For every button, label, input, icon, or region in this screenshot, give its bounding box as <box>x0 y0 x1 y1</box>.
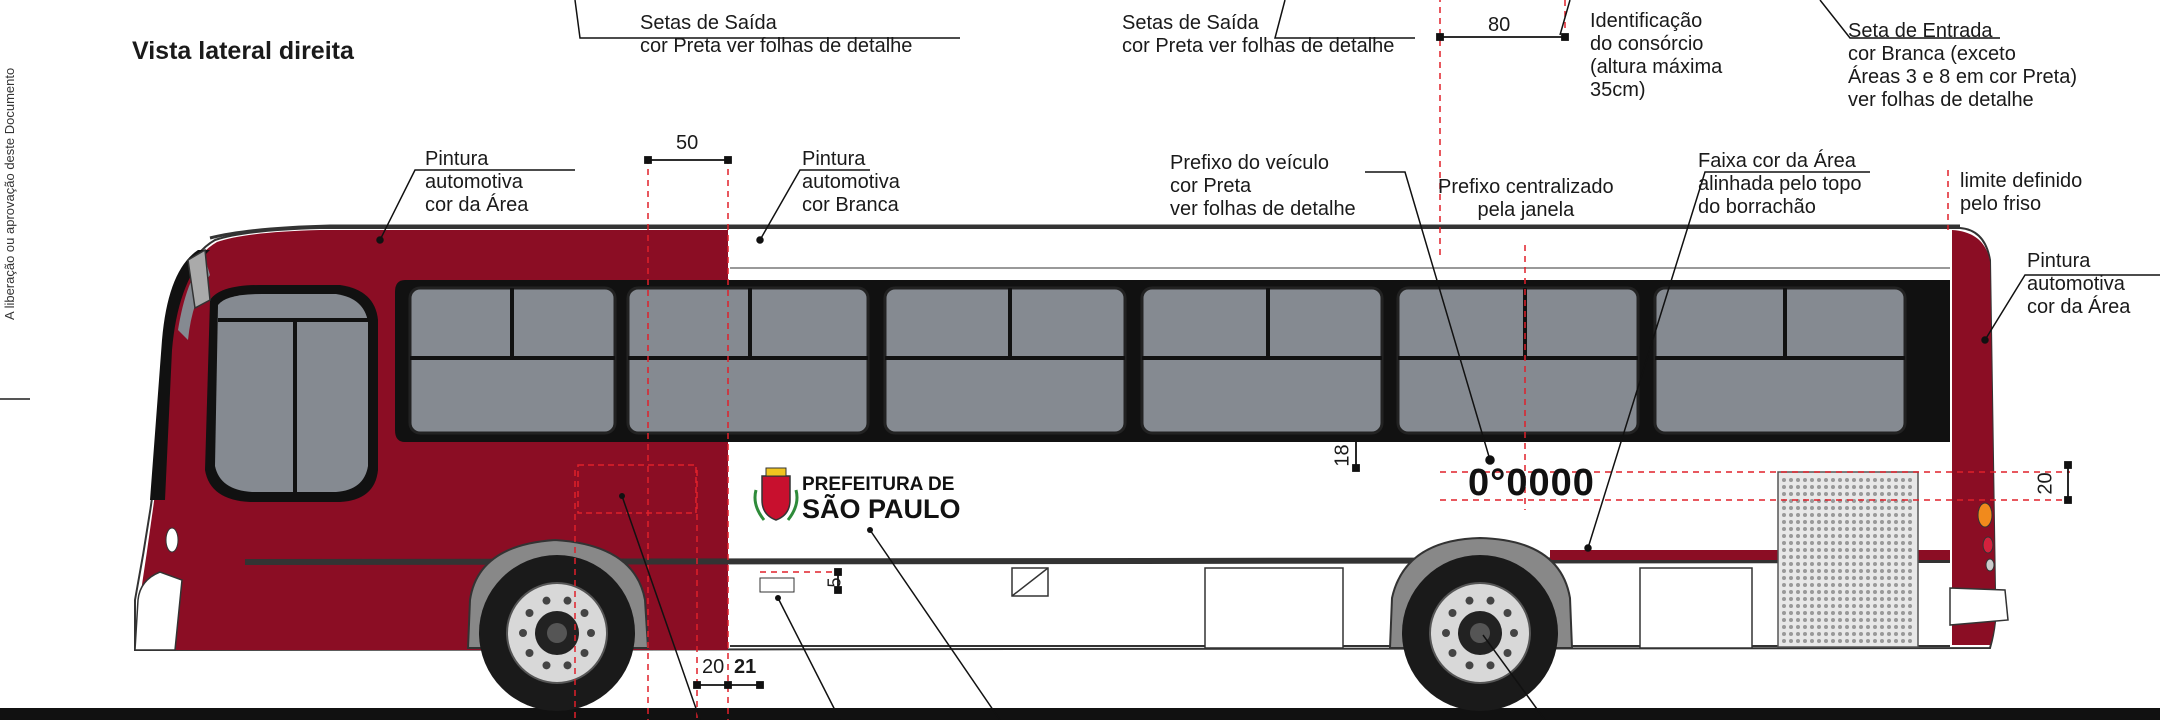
tail-light-2 <box>1982 536 1994 554</box>
view-title: Vista lateral direita <box>132 37 354 65</box>
callout-limite-friso: limite definido pelo friso <box>1960 170 2083 215</box>
rear-wheel <box>1402 555 1558 711</box>
consortium-id-box <box>577 464 697 514</box>
roof-line <box>209 224 1960 240</box>
luggage-panel-2 <box>1639 567 1753 649</box>
dim-80: 80 <box>1488 14 1511 36</box>
dimension-lines <box>574 0 2070 720</box>
logo-line-1: PREFEITURA DE <box>802 474 955 495</box>
dim-20-bottom: 20 <box>702 656 725 678</box>
rear-bumper <box>1949 587 2009 626</box>
front-door-glass <box>215 294 368 492</box>
windshield <box>150 250 210 500</box>
side-windows <box>408 286 1907 435</box>
transport-tag <box>759 577 795 593</box>
callout-pintura-branca: Pintura automotiva cor Branca <box>802 148 900 216</box>
callout-setas-saida-2: Setas de Saída cor Preta ver folhas de d… <box>1122 12 1395 57</box>
front-wheel <box>479 555 635 711</box>
city-emblem <box>753 467 799 521</box>
dim-18: 18 <box>1331 444 1354 467</box>
lug-nuts <box>519 596 1518 670</box>
callout-pintura-area-left: Pintura automotiva cor da Área <box>425 148 529 216</box>
dim-50: 50 <box>676 132 699 154</box>
window-1 <box>408 286 617 435</box>
front-bumper <box>134 571 183 651</box>
window-6 <box>1653 286 1907 435</box>
headlight <box>165 527 179 553</box>
window-5 <box>1396 286 1640 435</box>
callout-prefixo-centralizado: Prefixo centralizado pela janela <box>1438 176 1614 221</box>
window-2 <box>626 286 870 435</box>
window-4 <box>1140 286 1384 435</box>
leader-dots <box>619 493 873 601</box>
luggage-panel-1 <box>1204 567 1344 649</box>
dim-21-bottom: 21 <box>734 656 757 678</box>
area-stripe <box>1550 550 1950 560</box>
window-3 <box>883 286 1127 435</box>
tail-light-1 <box>1977 502 1993 528</box>
callout-seta-entrada: Seta de Entrada cor Branca (exceto Áreas… <box>1848 20 2077 111</box>
callout-faixa-area: Faixa cor da Área alinhada pelo topo do … <box>1698 150 1862 218</box>
ground-line <box>0 708 2160 720</box>
dim-5: 5 <box>824 577 845 588</box>
callout-identificacao: Identificação do consórcio (altura máxim… <box>1590 10 1723 101</box>
callout-pintura-area-right: Pintura automotiva cor da Área <box>2027 250 2131 318</box>
tail-light-3 <box>1985 558 1995 572</box>
mirror <box>187 248 211 310</box>
dimension-ticks <box>644 33 2072 689</box>
logo-line-2: SÃO PAULO <box>802 494 961 524</box>
leader-lines <box>376 0 2160 720</box>
rear-red-section <box>1952 230 1996 645</box>
callout-setas-saida-1: Setas de Saída cor Preta ver folhas de d… <box>640 12 913 57</box>
dim-20-right: 20 <box>2034 472 2057 495</box>
callout-prefixo-veiculo: Prefixo do veículo cor Preta ver folhas … <box>1170 152 1356 220</box>
margin-tick <box>0 398 30 400</box>
vehicle-prefix: 0°0000 <box>1468 462 1595 504</box>
